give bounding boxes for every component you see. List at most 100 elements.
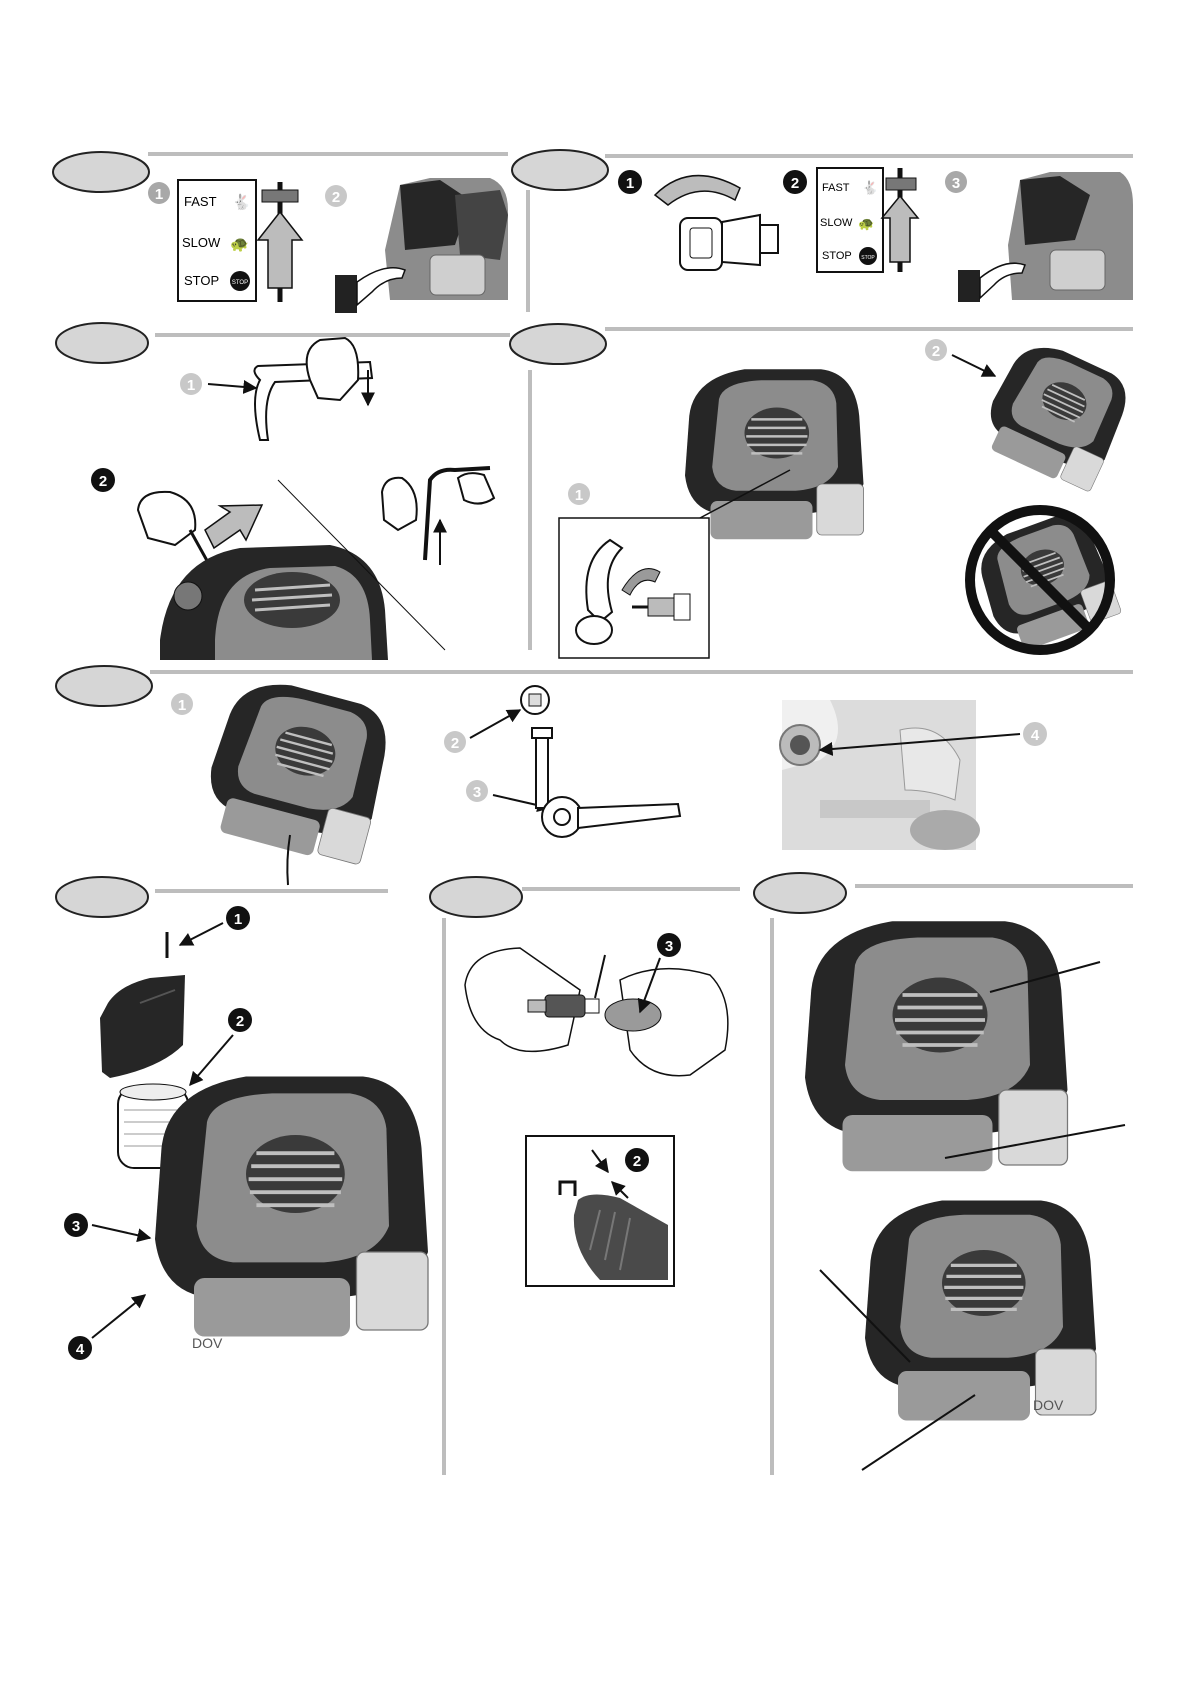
step-1-badge <box>618 170 642 194</box>
throttle-panel: FAST 🐇 SLOW 🐢 STOP STOP <box>177 179 257 302</box>
step-1-number: 1 <box>234 911 242 928</box>
engine-illustration <box>153 1074 430 1339</box>
step-4-badge <box>1023 722 1047 746</box>
callout-line <box>861 1394 976 1471</box>
spark-plug-wire-detail <box>558 469 791 659</box>
svg-text:STOP: STOP <box>232 280 248 286</box>
section-2b: 1 2 <box>509 323 1140 659</box>
section-header-oval <box>55 322 149 364</box>
engine-illustration <box>863 1198 1098 1423</box>
arrow-icon <box>91 1224 152 1243</box>
step-2-number: 2 <box>332 189 340 206</box>
step-3-badge <box>657 933 681 957</box>
callout-line <box>819 1269 911 1363</box>
step-2-number: 2 <box>932 343 940 360</box>
arrow-icon <box>207 379 258 394</box>
section-1b: 1 2 FAST 🐇 SLOW 🐢 STOP STOP <box>511 149 1133 302</box>
oil-fill-photo <box>779 700 980 850</box>
throttle-lever-arrow <box>256 182 304 302</box>
fuel-valve-illustration <box>653 174 779 271</box>
step-4-number: 4 <box>1031 727 1040 744</box>
spark-plug-icon <box>632 593 691 621</box>
engine-illustration <box>385 178 508 300</box>
tilted-engine-correct <box>973 332 1140 496</box>
turtle-icon: 🐢 <box>230 236 249 253</box>
throttle-slow-label: SLOW <box>182 235 221 250</box>
arrow-icon <box>594 954 606 999</box>
step-2-number: 2 <box>99 473 107 490</box>
section-2a: 1 2 <box>55 322 510 660</box>
step-4-number: 4 <box>76 1341 85 1358</box>
section-header-oval <box>55 665 153 707</box>
step-3-badge <box>64 1213 88 1237</box>
throttle-fast-label: FAST <box>822 182 850 194</box>
section-header-oval <box>429 876 523 918</box>
engine-brand-mark: DOV <box>1033 1397 1064 1413</box>
handle-release-illustration <box>380 466 496 565</box>
step-1-number: 1 <box>187 377 195 394</box>
pull-arrow-icon <box>204 504 264 550</box>
engine-top-illustration <box>160 545 388 660</box>
wrench-icon <box>531 727 682 838</box>
rabbit-icon: 🐇 <box>862 180 878 195</box>
step-1-number: 1 <box>155 186 163 203</box>
step-2-badge <box>625 1148 649 1172</box>
hand-icon <box>335 267 406 313</box>
stop-sign-icon: STOP <box>859 247 877 265</box>
arrow-icon <box>637 957 661 1014</box>
hand-icon <box>958 262 1026 302</box>
svg-text:STOP: STOP <box>861 255 875 261</box>
step-2-badge <box>444 731 466 753</box>
tilted-engine-incorrect <box>965 505 1124 658</box>
section-header-oval <box>52 151 150 193</box>
arrow-icon <box>951 354 997 377</box>
arrow-icon <box>91 1294 147 1339</box>
air-filter-cover <box>100 975 185 1078</box>
hand-icon <box>136 490 217 576</box>
engine-tipped-illustration <box>194 669 401 871</box>
section-4c: DOV <box>753 872 1133 1475</box>
step-1-badge <box>171 693 193 715</box>
drain-cable <box>286 834 291 886</box>
step-2-badge <box>91 468 115 492</box>
throttle-slow-label: SLOW <box>820 217 853 229</box>
section-header-oval <box>511 149 609 191</box>
arrow-icon <box>469 709 522 739</box>
throttle-fast-label: FAST <box>184 194 217 209</box>
step-2-number: 2 <box>633 1153 641 1170</box>
step-2-number: 2 <box>791 175 799 192</box>
step-1-number: 1 <box>178 697 186 714</box>
step-3-number: 3 <box>665 938 673 955</box>
rabbit-icon: 🐇 <box>232 193 251 211</box>
step-1-badge <box>568 483 590 505</box>
divider-line <box>277 479 446 651</box>
throttle-panel: FAST 🐇 SLOW 🐢 STOP STOP <box>816 167 884 273</box>
section-header-oval <box>55 876 149 918</box>
section-header-oval <box>753 872 847 914</box>
spark-plug-icon <box>527 994 600 1018</box>
handle-bail-illustration <box>253 336 375 441</box>
callout-line <box>989 961 1101 993</box>
engine-illustration <box>683 367 865 541</box>
step-2-badge <box>325 185 347 207</box>
section-header-oval <box>509 323 607 365</box>
step-3-number: 3 <box>473 784 481 801</box>
step-2-badge <box>783 170 807 194</box>
oil-drain-plug <box>520 685 550 715</box>
step-2-badge <box>925 339 947 361</box>
section-4b: 3 2 <box>429 876 740 1475</box>
spark-plug-hands-illustration <box>464 947 729 1077</box>
engine-illustration <box>1008 172 1133 300</box>
step-2-number: 2 <box>236 1013 244 1030</box>
stop-sign-icon: STOP <box>230 271 250 291</box>
step-1-badge <box>180 373 202 395</box>
spark-plug-gap-detail <box>525 1135 675 1287</box>
throttle-stop-label: STOP <box>822 250 852 262</box>
engine-illustration <box>803 919 1070 1174</box>
arrow-icon <box>178 922 224 946</box>
throttle-lever-arrow <box>880 168 920 272</box>
arrow-icon <box>818 733 1021 756</box>
step-1-badge <box>226 906 250 930</box>
engine-brand-mark: DOV <box>192 1335 223 1351</box>
